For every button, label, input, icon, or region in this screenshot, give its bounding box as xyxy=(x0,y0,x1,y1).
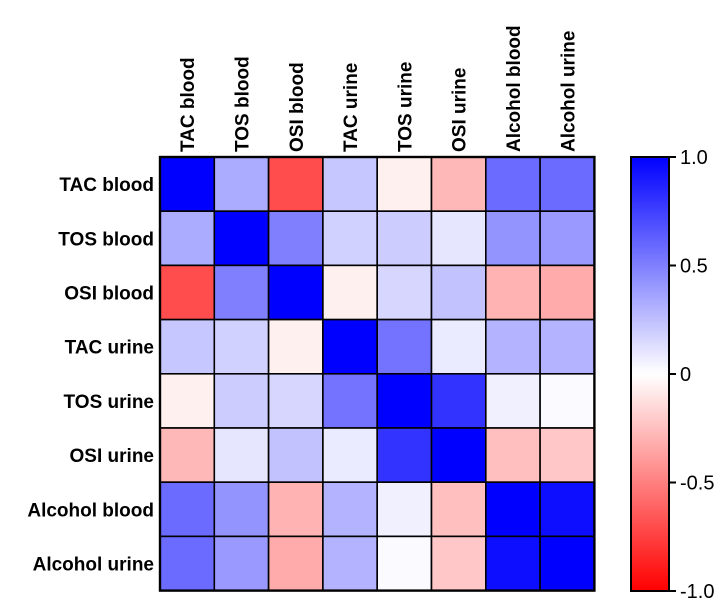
heatmap-cell xyxy=(376,372,433,429)
heatmap-cell xyxy=(267,156,324,213)
row-label: Alcohol urine xyxy=(33,555,154,576)
heatmap-cell xyxy=(376,427,433,484)
heatmap-cell xyxy=(267,318,324,375)
heatmap-cell xyxy=(322,210,378,267)
heatmap-cell xyxy=(376,318,433,375)
heatmap-cell xyxy=(376,210,433,267)
heatmap-cell xyxy=(159,481,216,538)
heatmap-cell xyxy=(539,535,596,592)
heatmap-cell xyxy=(213,210,270,267)
heatmap-cell xyxy=(213,264,270,321)
heatmap-cell xyxy=(267,210,324,267)
heatmap-cell xyxy=(322,372,378,429)
heatmap-cell xyxy=(267,372,324,429)
column-label: Alcohol blood xyxy=(504,25,525,152)
heatmap-cell xyxy=(213,156,270,213)
colorbar: 1.0 0.5 0 -0.5 -1.0 xyxy=(630,147,714,603)
row-label: Alcohol blood xyxy=(27,500,154,521)
heatmap-cell xyxy=(484,210,541,267)
heatmap-cell xyxy=(159,264,216,321)
row-label: TOS urine xyxy=(64,392,154,413)
heatmap-cells xyxy=(158,155,596,592)
heatmap-cell xyxy=(484,481,541,538)
column-label: Alcohol urine xyxy=(558,31,579,152)
heatmap-cell xyxy=(430,427,487,484)
colorbar-tick-label: -1.0 xyxy=(680,581,714,603)
heatmap-cell xyxy=(322,535,378,592)
heatmap-cell xyxy=(267,535,324,592)
heatmap-cell xyxy=(213,372,270,429)
heatmap-cell xyxy=(430,210,487,267)
heatmap-cell xyxy=(539,481,596,538)
heatmap-cell xyxy=(159,156,216,213)
heatmap-cell xyxy=(213,481,270,538)
heatmap-cell xyxy=(159,318,216,375)
heatmap-cell xyxy=(539,264,596,321)
heatmap-cell xyxy=(376,481,433,538)
heatmap-cell xyxy=(430,264,487,321)
heatmap-cell xyxy=(539,372,596,429)
heatmap-cell xyxy=(484,264,541,321)
colorbar-tick-label: 0.5 xyxy=(680,256,708,278)
heatmap-cell xyxy=(213,535,270,592)
column-label: TAC blood xyxy=(178,57,199,152)
heatmap-cell xyxy=(322,264,378,321)
heatmap-cell xyxy=(484,372,541,429)
row-label: TOS blood xyxy=(58,229,154,250)
heatmap-cell xyxy=(322,427,378,484)
row-label: OSI urine xyxy=(70,446,154,467)
heatmap-cell xyxy=(484,156,541,213)
heatmap-cell xyxy=(159,427,216,484)
heatmap-cell xyxy=(484,427,541,484)
heatmap-cell xyxy=(484,318,541,375)
heatmap-cell xyxy=(213,318,270,375)
heatmap-cell xyxy=(430,372,487,429)
heatmap-cell xyxy=(322,156,378,213)
colorbar-tick-label: -0.5 xyxy=(680,473,714,495)
heatmap-cell xyxy=(430,481,487,538)
heatmap-cell xyxy=(430,535,487,592)
column-labels: TAC blood TOS blood OSI blood TAC urine TOS … xyxy=(178,25,579,152)
heatmap-cell xyxy=(430,156,487,213)
heatmap-cell xyxy=(430,318,487,375)
heatmap-cell xyxy=(539,427,596,484)
heatmap-cell xyxy=(484,535,541,592)
heatmap-cell xyxy=(539,156,596,213)
heatmap-cell xyxy=(213,427,270,484)
column-label: TOS blood xyxy=(232,56,253,152)
heatmap-cell xyxy=(159,210,216,267)
heatmap-cell xyxy=(376,156,433,213)
row-label: TAC blood xyxy=(59,175,154,196)
heatmap-cell xyxy=(267,427,324,484)
column-label: OSI urine xyxy=(450,68,471,152)
heatmap-cell xyxy=(159,535,216,592)
colorbar-tick-label: 0 xyxy=(680,364,691,386)
heatmap-cell xyxy=(322,481,378,538)
colorbar-gradient xyxy=(630,156,670,592)
heatmap-cell xyxy=(539,210,596,267)
colorbar-tick-label: 1.0 xyxy=(680,147,708,169)
heatmap-cell xyxy=(322,318,378,375)
heatmap-cell xyxy=(539,318,596,375)
heatmap-cell xyxy=(159,372,216,429)
heatmap-cell xyxy=(376,264,433,321)
row-label: TAC urine xyxy=(65,338,154,359)
heatmap-cell xyxy=(376,535,433,592)
heatmap-cell xyxy=(267,481,324,538)
column-label: TAC urine xyxy=(341,63,362,152)
column-label: TOS urine xyxy=(395,62,416,152)
heatmap-border xyxy=(158,155,596,592)
row-label: OSI blood xyxy=(64,284,154,305)
heatmap-cell xyxy=(267,264,324,321)
column-label: OSI blood xyxy=(287,62,308,152)
